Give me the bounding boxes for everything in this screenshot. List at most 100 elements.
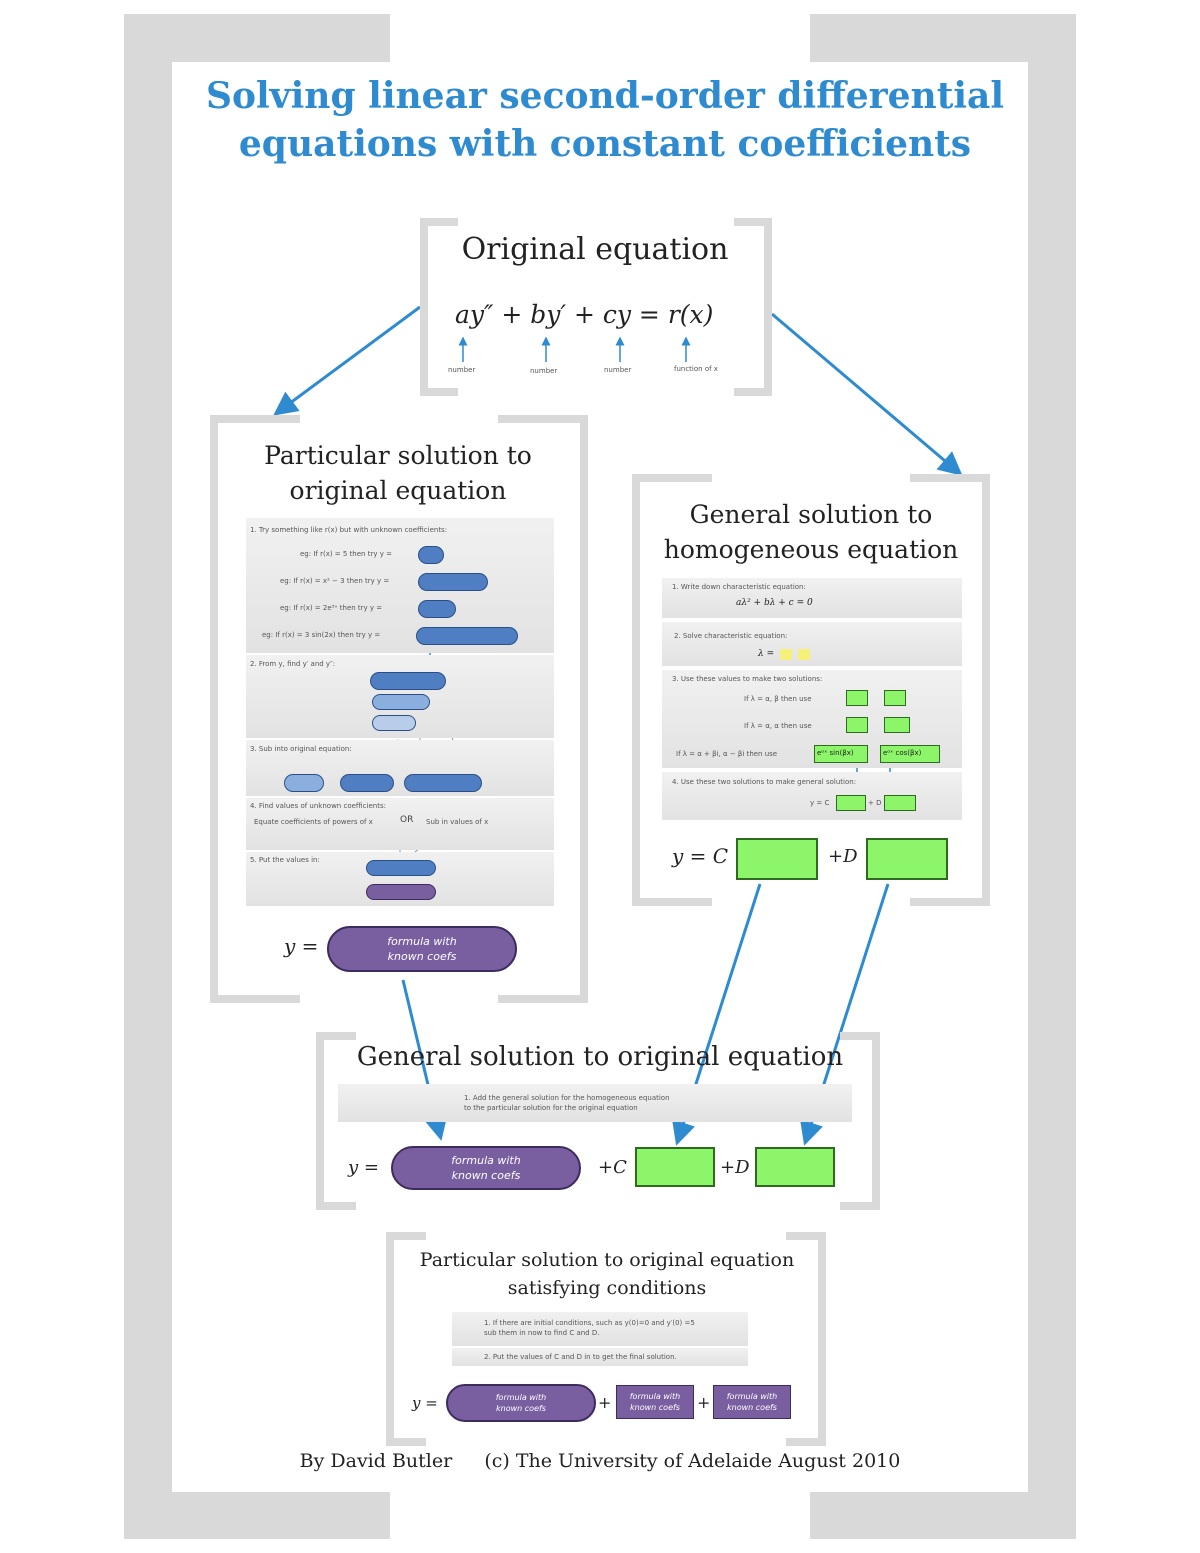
conditions-d-term-line-1: formula with xyxy=(726,1392,778,1401)
homogeneous-cos-term: eᵅˣ cos(βx) xyxy=(883,749,922,757)
arrow-to-particular xyxy=(273,305,421,416)
original-label-r: function of x xyxy=(674,365,718,373)
particular-eg1-guess xyxy=(418,546,444,564)
homogeneous-plus-d-small: + D xyxy=(868,799,882,807)
general-c-box xyxy=(635,1147,715,1187)
particular-eg3-guess xyxy=(418,600,456,618)
outer-frame-right xyxy=(1028,14,1076,1539)
homogeneous-case3-sol2 xyxy=(880,745,940,763)
homogeneous-lambda: λ = xyxy=(758,649,775,659)
homogeneous-case1-sol2 xyxy=(884,690,906,706)
outer-frame-left xyxy=(124,14,172,1539)
homogeneous-case2: If λ = α, α then use xyxy=(744,722,812,730)
original-label-c: number xyxy=(604,366,632,374)
homogeneous-char-eq: aλ² + bλ + c = 0 xyxy=(736,598,813,608)
conditions-plus-2: + xyxy=(697,1393,711,1412)
homogeneous-heading: General solution to homogeneous equation xyxy=(650,497,972,567)
conditions-d-term-line-2: known coefs xyxy=(727,1403,777,1412)
particular-step5-pill xyxy=(366,860,436,876)
general-note-line-2: to the particular solution for the origi… xyxy=(464,1104,638,1112)
footer: By David Butler (c) The University of Ad… xyxy=(170,1450,1030,1472)
general-note-panel xyxy=(338,1084,852,1122)
homogeneous-d-box xyxy=(866,838,948,880)
particular-eg2-guess xyxy=(418,573,488,591)
homogeneous-case1: If λ = α, β then use xyxy=(744,695,812,703)
particular-step2-text: 2. From y, find y′ and y″: xyxy=(250,660,336,668)
homogeneous-small-d-box xyxy=(884,795,916,811)
conditions-formula: formula with known coefs xyxy=(446,1384,596,1422)
general-formula-line-2: known coefs xyxy=(451,1169,521,1182)
particular-heading-line-1: Particular solution to xyxy=(264,441,532,470)
particular-box-frame xyxy=(210,415,588,1003)
particular-formula-line-2: known coefs xyxy=(387,950,457,963)
particular-result-formula: formula with known coefs xyxy=(327,926,517,972)
general-plus-c: +C xyxy=(598,1157,627,1178)
particular-result-y: y = xyxy=(284,934,319,958)
particular-eg4: eg: If r(x) = 3 sin(2x) then try y = xyxy=(262,631,381,639)
conditions-c-term-line-1: formula with xyxy=(629,1392,681,1401)
conditions-plus-1: + xyxy=(598,1393,612,1412)
original-box-brackets xyxy=(420,218,772,396)
particular-eg3: eg: If r(x) = 2e³ˣ then try y = xyxy=(280,604,383,612)
homogeneous-step1-text: 1. Write down characteristic equation: xyxy=(672,583,806,591)
general-plus-d: +D xyxy=(720,1157,750,1178)
general-box-frame xyxy=(316,1032,880,1210)
particular-eg2: eg: If r(x) = x² − 3 then try y = xyxy=(280,577,390,585)
particular-sub-pill-3 xyxy=(404,774,482,792)
title-line-1: Solving linear second-order differential xyxy=(205,75,1004,117)
particular-step4-detail: Equate coefficients of powers of x xyxy=(254,818,373,826)
outer-frame-top-right xyxy=(810,14,1076,62)
particular-step4-or: OR xyxy=(400,815,414,825)
particular-step1-text: 1. Try something like r(x) but with unkn… xyxy=(250,526,448,534)
particular-sub-pill-2 xyxy=(340,774,394,792)
homogeneous-step1-panel xyxy=(662,578,962,618)
conditions-note2: 2. Put the values of C and D in to get t… xyxy=(484,1353,677,1361)
outer-frame-bottom-right xyxy=(810,1492,1076,1539)
homogeneous-case3: If λ = α + βi, α − βi then use xyxy=(676,750,778,758)
homogeneous-root-2 xyxy=(798,649,810,660)
particular-step5-result xyxy=(366,884,436,900)
homogeneous-plus-d: +D xyxy=(828,846,858,867)
particular-eg4-guess xyxy=(416,627,518,645)
particular-heading-line-2: original equation xyxy=(289,476,507,505)
homogeneous-step3-text: 3. Use these values to make two solution… xyxy=(672,675,823,683)
conditions-note2-panel xyxy=(452,1348,748,1366)
original-heading: Original equation xyxy=(461,232,729,267)
original-equation: ay″ + by′ + cy = r(x) xyxy=(455,300,714,329)
outer-frame-top-left xyxy=(124,14,390,62)
general-d-box xyxy=(755,1147,835,1187)
general-formula-line-1: formula with xyxy=(451,1154,521,1167)
conditions-y: y = xyxy=(412,1394,438,1412)
outer-frame-bottom-left xyxy=(124,1492,390,1539)
conditions-c-term: formula with known coefs xyxy=(616,1385,694,1419)
particular-y-pill xyxy=(370,672,446,690)
conditions-note1-panel xyxy=(452,1312,748,1346)
particular-formula-line-1: formula with xyxy=(387,935,457,948)
conditions-formula-line-2: known coefs xyxy=(496,1404,546,1413)
particular-step5-text: 5. Put the values in: xyxy=(250,856,320,864)
conditions-note1-line-2: sub them in now to find C and D. xyxy=(484,1329,600,1337)
homogeneous-heading-line-2: homogeneous equation xyxy=(663,535,959,564)
particular-eg1: eg: If r(x) = 5 then try y = xyxy=(300,550,392,558)
particular-sub-pill-1 xyxy=(284,774,324,792)
title-line-2: equations with constant coefficients xyxy=(238,123,972,165)
particular-step3-text: 3. Sub into original equation: xyxy=(250,745,352,753)
conditions-c-term-line-2: known coefs xyxy=(630,1403,680,1412)
conditions-heading-line-1: Particular solution to original equation xyxy=(419,1249,795,1271)
particular-heading: Particular solution to original equation xyxy=(240,438,556,508)
homogeneous-step4-text: 4. Use these two solutions to make gener… xyxy=(672,778,857,786)
arrow-to-homogeneous xyxy=(771,312,963,476)
original-label-b: number xyxy=(530,367,558,375)
footer-author: By David Butler xyxy=(299,1450,453,1472)
general-note: 1. Add the general solution for the homo… xyxy=(464,1093,670,1113)
homogeneous-general-small: y = C xyxy=(810,799,830,807)
conditions-box-frame xyxy=(386,1232,826,1446)
conditions-note1: 1. If there are initial conditions, such… xyxy=(484,1318,695,1338)
conditions-d-term: formula with known coefs xyxy=(713,1385,791,1419)
homogeneous-case2-sol1 xyxy=(846,717,868,733)
conditions-heading-line-2: satisfying conditions xyxy=(507,1277,707,1299)
homogeneous-step2-text: 2. Solve characteristic equation: xyxy=(674,632,788,640)
homogeneous-root-1 xyxy=(780,649,792,660)
homogeneous-case1-sol1 xyxy=(846,690,868,706)
homogeneous-case3-sol1 xyxy=(814,745,868,763)
